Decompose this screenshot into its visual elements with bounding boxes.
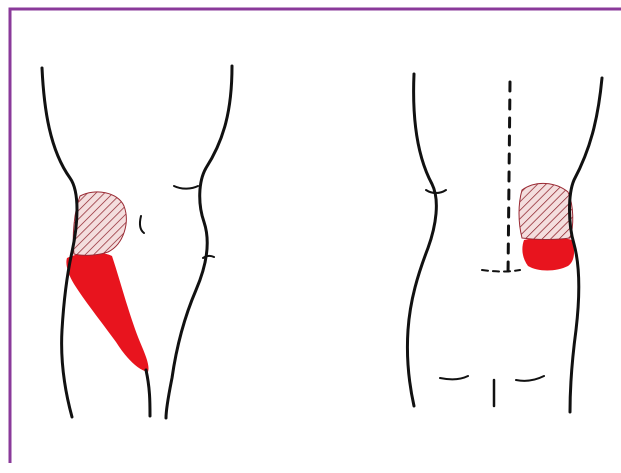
front-solid-region — [66, 252, 148, 372]
front-view — [42, 66, 232, 418]
back-small-mark-waist — [482, 270, 520, 272]
back-hatched-region — [519, 183, 573, 239]
back-view — [407, 74, 602, 412]
back-left-contour — [407, 74, 436, 406]
front-hatched-region — [73, 192, 126, 255]
back-right-contour — [570, 78, 603, 412]
front-small-mark-upper — [174, 186, 198, 189]
back-buttock-crease-left — [440, 376, 468, 379]
front-small-mark-lower — [203, 256, 214, 258]
front-left-contour — [42, 68, 77, 417]
back-dashed-midline — [508, 82, 510, 276]
front-small-mark-center — [140, 216, 144, 233]
front-right-contour — [166, 66, 232, 418]
front-inner-leg-line — [146, 370, 150, 416]
back-buttock-crease-right — [516, 376, 544, 381]
back-solid-region — [522, 237, 574, 271]
